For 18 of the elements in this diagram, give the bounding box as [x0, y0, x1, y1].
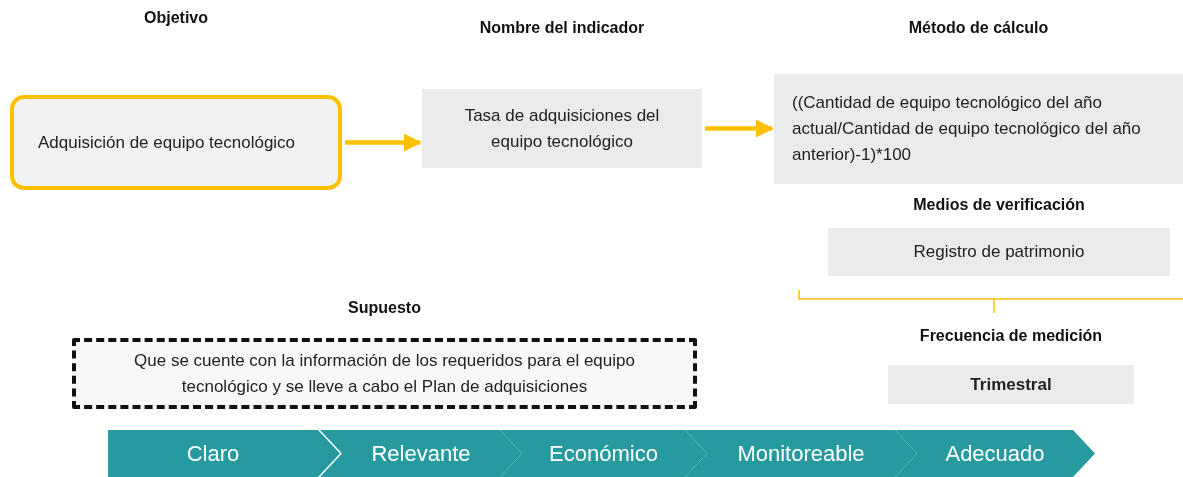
assumption-box: Que se cuente con la información de los requeridos para el equipo tecnológico y se lleve a cabo el Plan de adquisiciones: [72, 338, 697, 409]
arrow: [345, 133, 422, 152]
heading: Supuesto: [348, 298, 421, 318]
text-box: Tasa de adquisiciones del equipo tecnológico: [422, 89, 702, 168]
arrow: [705, 119, 774, 138]
chevron-step: Económico: [500, 430, 707, 477]
objective-box: Adquisición de equipo tecnológico: [10, 95, 342, 190]
heading: Nombre del indicador: [479, 18, 645, 38]
chevron-step: Claro: [108, 430, 340, 477]
chevron-step: Relevante: [320, 430, 522, 477]
heading: Objetivo: [144, 8, 208, 28]
text-box: Registro de patrimonio: [828, 228, 1170, 276]
chevron-step: Adecuado: [895, 430, 1095, 477]
text-box: ((Cantidad de equipo tecnológico del año actual/Cantidad de equipo tecnológico del año anterior)-1)*100: [774, 74, 1183, 184]
heading: Método de cálculo: [908, 18, 1049, 38]
text-box: Trimestral: [888, 365, 1134, 404]
heading: Frecuencia de medición: [919, 326, 1103, 346]
heading: Medios de verificación: [913, 195, 1085, 215]
